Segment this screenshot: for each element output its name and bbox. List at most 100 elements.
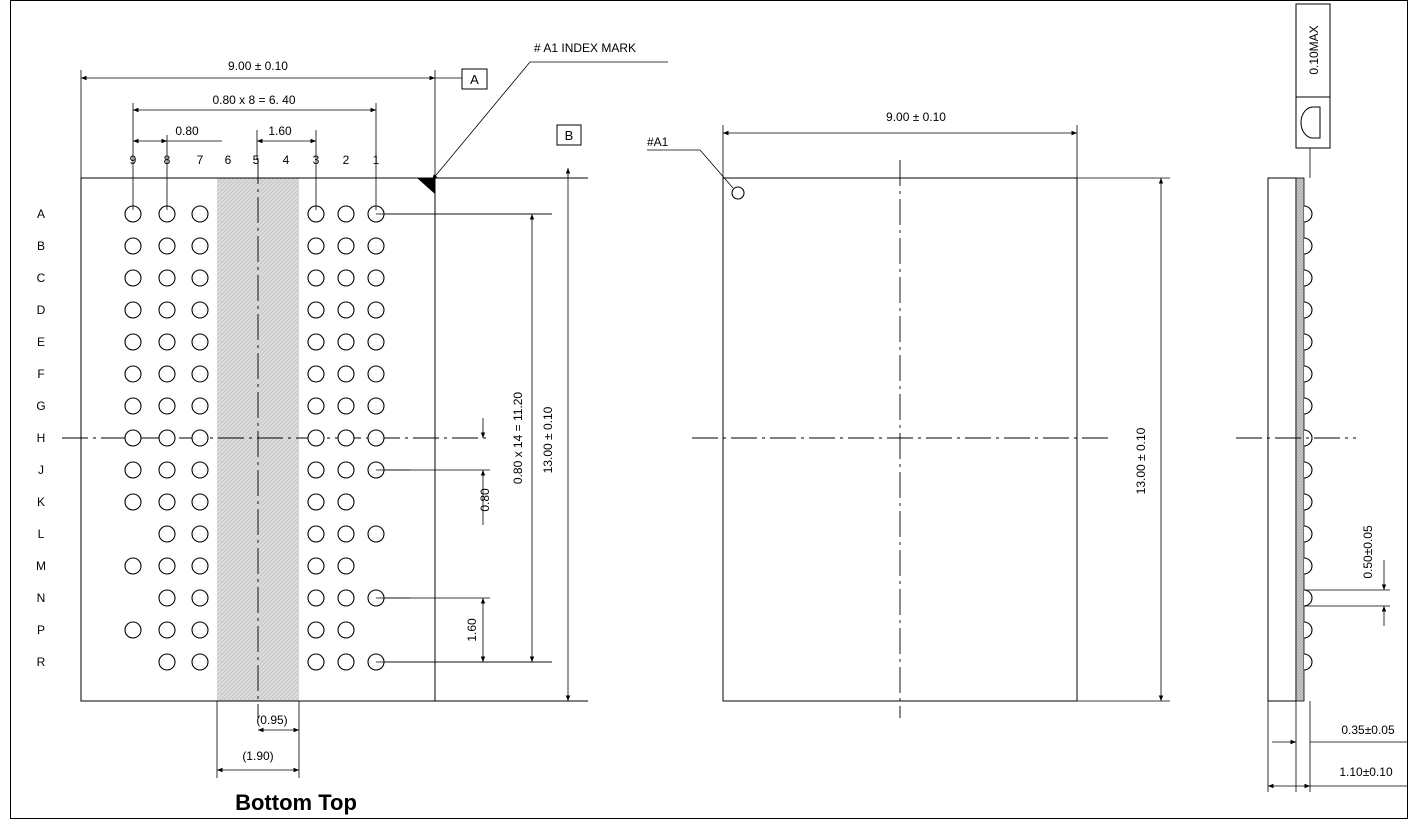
solder-ball bbox=[124, 269, 142, 287]
solder-ball bbox=[367, 525, 385, 543]
row-label: A bbox=[37, 207, 45, 221]
solder-ball bbox=[337, 557, 355, 575]
side-solder-ball bbox=[1303, 365, 1313, 383]
row-label: L bbox=[38, 527, 45, 541]
side-view: 0.10MAX bbox=[1236, 3, 1356, 702]
thickness-dim-label: 1.10±0.10 bbox=[1339, 765, 1393, 779]
ball-dim-label: 0.50±0.05 bbox=[1361, 525, 1375, 579]
side-solder-ball bbox=[1303, 557, 1313, 575]
solder-ball bbox=[191, 653, 209, 671]
height-dim-label: 13.00 ± 0.10 bbox=[541, 406, 555, 473]
side-solder-ball bbox=[1303, 653, 1313, 671]
solder-ball bbox=[367, 397, 385, 415]
full-gap-dim-label: (1.90) bbox=[242, 749, 273, 763]
index-mark-label: # A1 INDEX MARK bbox=[534, 41, 636, 55]
column-label: 4 bbox=[283, 153, 290, 167]
solder-ball bbox=[158, 557, 176, 575]
datum-b-label: B bbox=[565, 128, 574, 143]
row-label: G bbox=[36, 399, 45, 413]
solder-ball bbox=[158, 397, 176, 415]
solder-ball bbox=[124, 429, 142, 447]
column-label: 6 bbox=[225, 153, 232, 167]
substrate-side bbox=[1295, 177, 1305, 702]
solder-ball bbox=[158, 301, 176, 319]
row-label: R bbox=[37, 655, 46, 669]
solder-ball bbox=[191, 621, 209, 639]
solder-ball bbox=[367, 301, 385, 319]
solder-ball bbox=[191, 525, 209, 543]
flatness-label: 0.10MAX bbox=[1307, 25, 1321, 74]
solder-ball bbox=[307, 397, 325, 415]
top-view bbox=[692, 160, 1170, 718]
solder-ball bbox=[337, 429, 355, 447]
row-label: M bbox=[36, 559, 46, 573]
solder-ball bbox=[124, 365, 142, 383]
solder-ball bbox=[124, 301, 142, 319]
datum-b-box bbox=[556, 124, 582, 146]
solder-ball bbox=[158, 589, 176, 607]
solder-ball bbox=[124, 493, 142, 511]
solder-ball bbox=[158, 525, 176, 543]
row-label: C bbox=[37, 271, 46, 285]
solder-ball bbox=[307, 461, 325, 479]
solder-ball bbox=[307, 653, 325, 671]
side-solder-ball bbox=[1303, 397, 1313, 415]
solder-ball bbox=[307, 429, 325, 447]
solder-ball bbox=[307, 493, 325, 511]
solder-ball bbox=[367, 429, 385, 447]
row-label: K bbox=[37, 495, 45, 509]
gap-dim-label: 1.60 bbox=[268, 124, 292, 138]
solder-ball bbox=[367, 333, 385, 351]
solder-ball bbox=[337, 333, 355, 351]
row-label: J bbox=[38, 463, 44, 477]
row-label: H bbox=[37, 431, 46, 445]
solder-ball bbox=[158, 365, 176, 383]
datum-a-label: A bbox=[470, 72, 479, 87]
solder-ball bbox=[158, 493, 176, 511]
solder-ball bbox=[307, 557, 325, 575]
solder-ball bbox=[307, 525, 325, 543]
solder-ball bbox=[191, 301, 209, 319]
side-solder-ball bbox=[1303, 205, 1313, 223]
standoff-dim-label: 0.35±0.05 bbox=[1341, 723, 1395, 737]
row-label: P bbox=[37, 623, 45, 637]
solder-ball bbox=[307, 269, 325, 287]
solder-ball bbox=[337, 205, 355, 223]
solder-ball bbox=[337, 493, 355, 511]
solder-ball bbox=[337, 525, 355, 543]
column-label: 5 bbox=[253, 153, 260, 167]
solder-ball bbox=[191, 397, 209, 415]
column-label: 7 bbox=[197, 153, 204, 167]
solder-ball bbox=[124, 461, 142, 479]
a1-label: #A1 bbox=[647, 135, 669, 149]
solder-ball bbox=[158, 461, 176, 479]
solder-ball bbox=[307, 621, 325, 639]
solder-ball bbox=[191, 493, 209, 511]
row-total-dim-label: 0.80 x 14 = 11.20 bbox=[511, 392, 525, 485]
solder-ball bbox=[191, 429, 209, 447]
a1-index-triangle bbox=[417, 178, 435, 194]
side-solder-ball bbox=[1303, 589, 1313, 607]
solder-ball bbox=[367, 237, 385, 255]
datum-a-box bbox=[461, 68, 488, 90]
side-solder-ball bbox=[1303, 493, 1313, 511]
solder-ball bbox=[158, 269, 176, 287]
view-caption: Bottom Top bbox=[235, 790, 357, 815]
flatness-frame bbox=[1295, 3, 1331, 149]
a1-marker-circle bbox=[731, 186, 745, 200]
row-label: F bbox=[37, 367, 44, 381]
half-gap-dim-label: (0.95) bbox=[256, 713, 287, 727]
solder-ball bbox=[367, 269, 385, 287]
solder-ball bbox=[124, 237, 142, 255]
solder-ball bbox=[337, 621, 355, 639]
solder-ball bbox=[337, 237, 355, 255]
solder-ball bbox=[158, 237, 176, 255]
solder-ball bbox=[158, 621, 176, 639]
solder-ball bbox=[337, 301, 355, 319]
flatness-symbol bbox=[1300, 106, 1321, 139]
side-ball-row bbox=[1303, 205, 1313, 671]
solder-ball bbox=[307, 365, 325, 383]
solder-ball bbox=[367, 365, 385, 383]
